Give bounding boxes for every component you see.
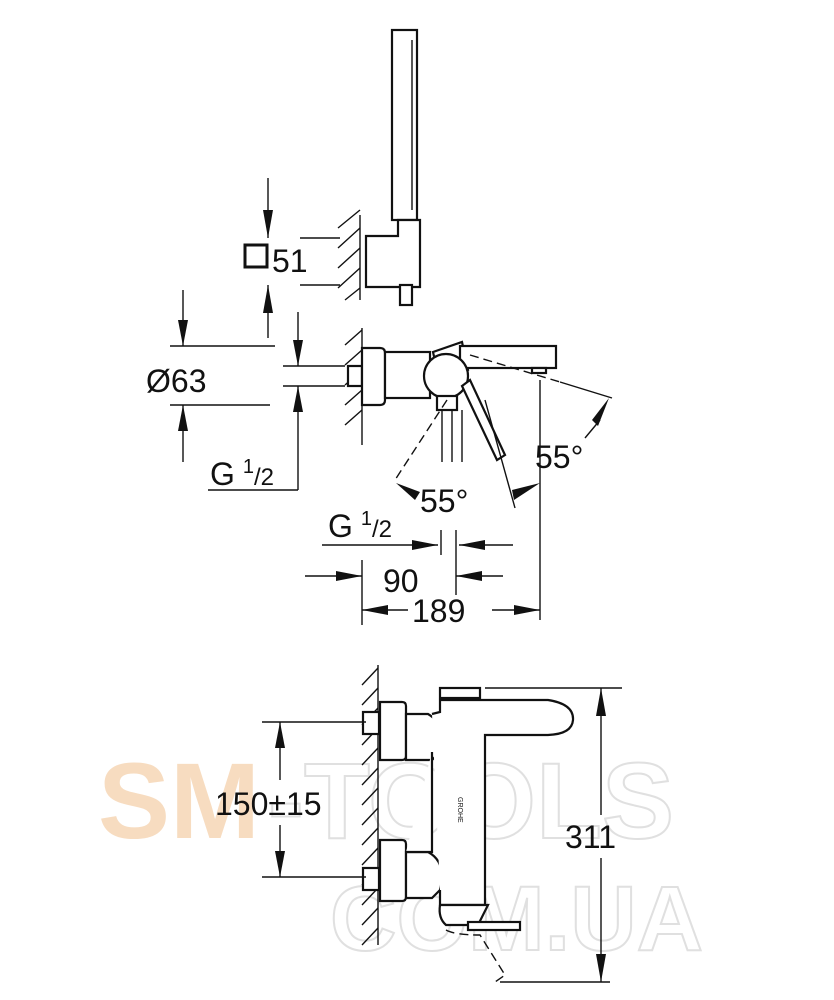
spout [458,344,558,370]
wall-bracket [364,218,422,289]
dim-center-distance: 150±15 [215,786,322,822]
dim-angle-spout: 55° [535,439,583,475]
mixer-front-view: GROHE 150±15 311 [215,665,622,983]
watermark-sm: SM [98,740,260,861]
hand-shower [390,28,419,222]
diverter [435,394,459,412]
wall-hatch [337,209,361,301]
square-symbol-icon [243,243,269,269]
dim-diameter: Ø63 [146,363,206,399]
brand-logo: GROHE [456,797,463,823]
inlet-connector [346,364,364,388]
mixer-body-front [431,698,575,907]
dim-angle-lever: 55° [420,483,468,519]
hand-shower-view: 51 [243,28,422,338]
inlet-bottom [361,866,381,892]
escutcheon [360,346,387,407]
escutcheon-top [378,700,408,762]
dim-bracket-square: 51 [272,243,308,279]
lever-swing-line [394,399,448,481]
spout-swing-line [469,354,561,383]
lever-handle [460,378,507,462]
escutcheon-bottom [378,838,408,903]
inlet-top [361,710,381,736]
cartridge-dome [422,352,470,400]
spout-top [438,686,482,700]
hose-connector [398,283,414,307]
dim-depth-total: 189 [412,593,465,629]
dim-depth-inner: 90 [383,563,419,599]
dim-height-total: 311 [565,819,616,855]
